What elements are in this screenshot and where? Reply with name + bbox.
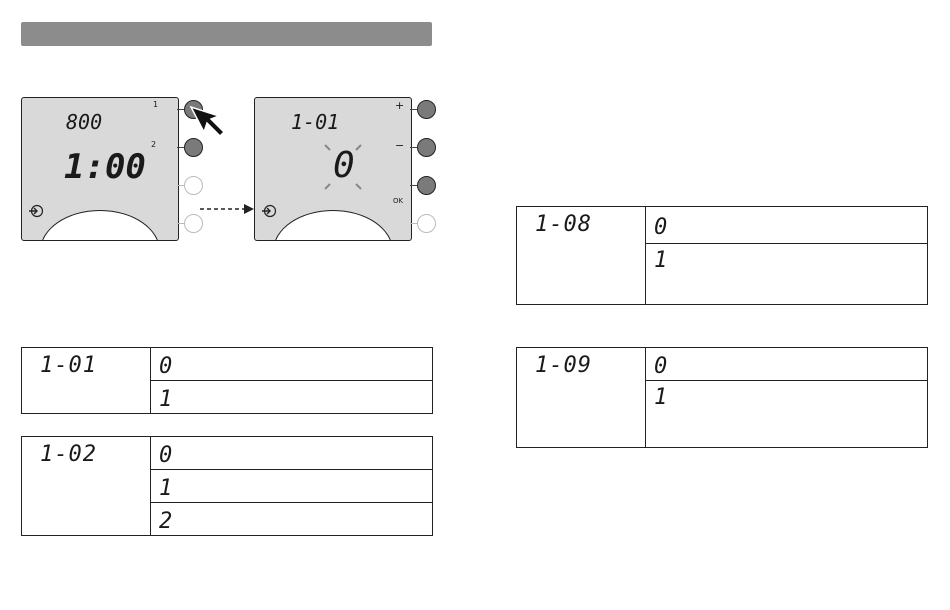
button-lead [410,109,417,110]
cursor-arrow-icon [188,104,228,144]
minus-button[interactable] [417,138,436,157]
input-arrow-icon [28,204,44,218]
parameter-code: 1-01 [22,348,150,377]
section-header-bar [21,22,432,46]
parameter-table-1-02: 1-02 0 1 2 [21,436,433,536]
option-row: 1 [646,244,928,305]
button-label-plus: + [395,100,404,111]
option-value: 1 [151,472,432,500]
option-value: 0 [646,211,927,239]
button-4-inactive[interactable] [184,214,203,233]
button-lead [177,185,184,186]
ok-button[interactable] [417,176,436,195]
parameter-table-1-08: 1-08 0 1 [516,206,928,305]
lcd-main-value: 1:00 [64,150,146,184]
lcd-parameter-code: 1-01 [291,112,339,132]
option-row: 1 [151,470,433,503]
lcd-display-left: 800 1:00 1 2 [21,97,179,241]
blink-indicator-icon [323,142,363,192]
button-3-inactive[interactable] [184,176,203,195]
button-label-2: 2 [151,141,156,149]
option-row: 0 [646,207,928,244]
lcd-top-value: 800 [66,112,102,132]
option-value: 0 [151,350,432,378]
option-value: 0 [646,350,927,378]
parameter-code: 1-09 [517,348,645,377]
parameter-table-1-09: 1-09 0 1 [516,347,928,448]
option-row: 2 [151,503,433,536]
option-value: 2 [151,505,432,533]
plus-button[interactable] [417,100,436,119]
lcd-cutout [40,210,160,241]
button-4-inactive[interactable] [417,214,436,233]
parameter-table-1-01: 1-01 0 1 [21,347,433,414]
option-row: 0 [646,348,928,381]
button-lead [410,147,417,148]
button-lead [410,223,417,224]
option-value: 1 [646,244,927,272]
transition-arrow-icon [198,203,256,215]
option-row: 0 [151,437,433,470]
parameter-code: 1-02 [22,437,150,466]
option-row: 1 [151,381,433,414]
option-row: 1 [646,381,928,448]
button-lead [410,185,417,186]
option-value: 0 [151,439,432,467]
button-label-minus: − [395,140,404,151]
lcd-display-right: 1-01 0 + − OK [254,97,412,241]
input-arrow-icon [261,204,277,218]
button-lead [177,109,184,110]
lcd-cutout [273,210,393,241]
button-label-ok: OK [393,198,403,205]
option-value: 1 [646,381,927,409]
button-lead [177,147,184,148]
button-label-1: 1 [153,101,158,109]
option-row: 0 [151,348,433,381]
option-value: 1 [151,383,432,411]
button-lead [177,223,184,224]
parameter-code: 1-08 [517,207,645,236]
